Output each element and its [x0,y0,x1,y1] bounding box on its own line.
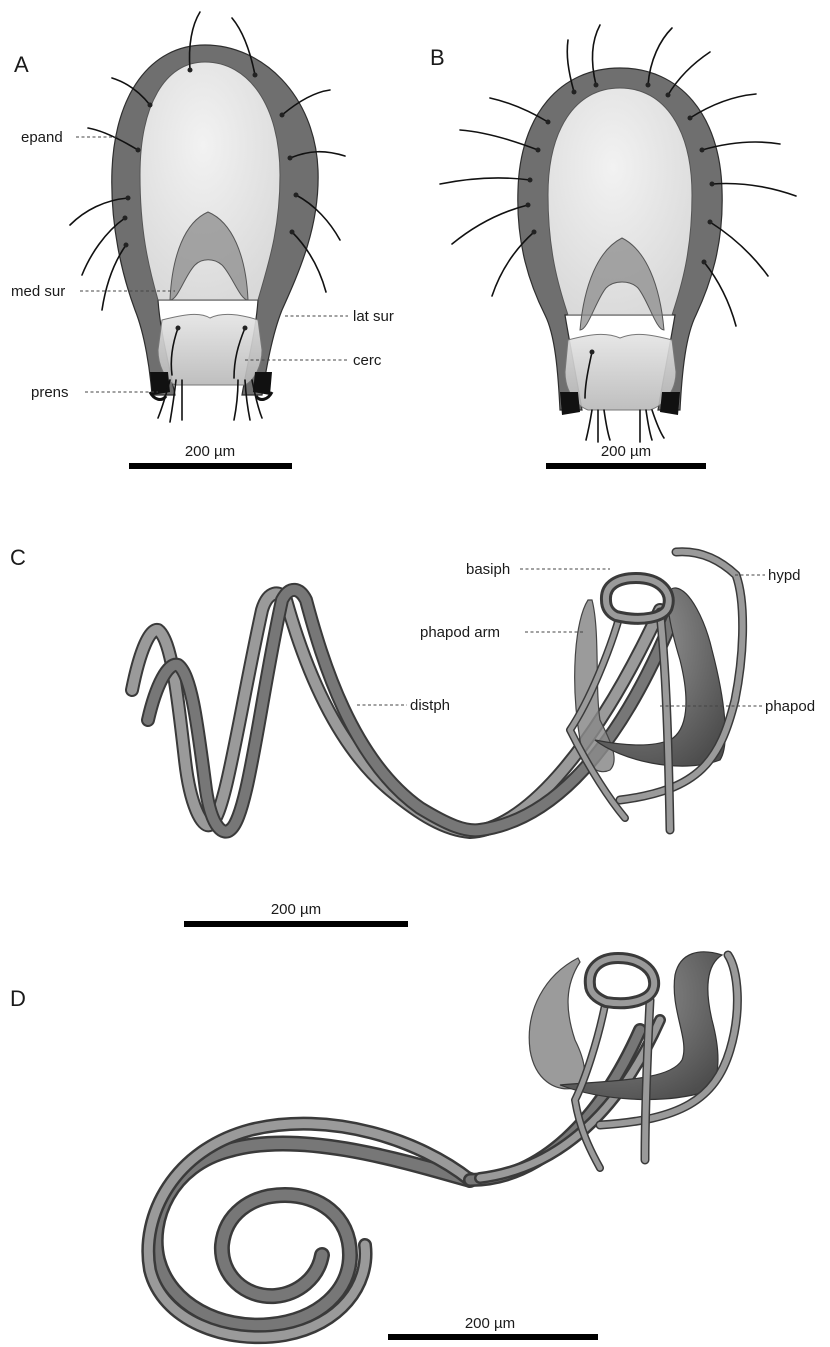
label-hypd: hypd [768,567,801,584]
panel-c: C basiph hypd phapod arm di [10,545,815,927]
scale-bar-c [184,921,408,927]
phallapodeme-complex-c [570,552,743,830]
panel-a-letter: A [14,52,29,77]
panel-a: A [11,12,394,469]
label-phapod-arm: phapod arm [420,624,500,641]
panel-d: D 200 µm [10,952,737,1340]
label-med-sur: med sur [11,283,65,300]
label-cerc: cerc [353,352,382,369]
cercus-b [565,334,676,410]
label-epand: epand [21,129,63,146]
scale-label-b: 200 µm [601,443,651,460]
scale-label-a: 200 µm [185,443,235,460]
cercus-a [158,314,262,385]
label-distph: distph [410,697,450,714]
label-lat-sur: lat sur [353,308,394,325]
label-phapod: phapod [765,698,815,715]
scale-bar-a [129,463,292,469]
scale-label-c: 200 µm [271,901,321,918]
scale-label-d: 200 µm [465,1315,515,1332]
panel-b-letter: B [430,45,445,70]
panel-b: B [430,25,796,469]
label-prens: prens [31,384,69,401]
label-basiph: basiph [466,561,510,578]
panel-d-letter: D [10,986,26,1011]
panel-c-letter: C [10,545,26,570]
scale-bar-d [388,1334,598,1340]
scale-bar-b [546,463,706,469]
